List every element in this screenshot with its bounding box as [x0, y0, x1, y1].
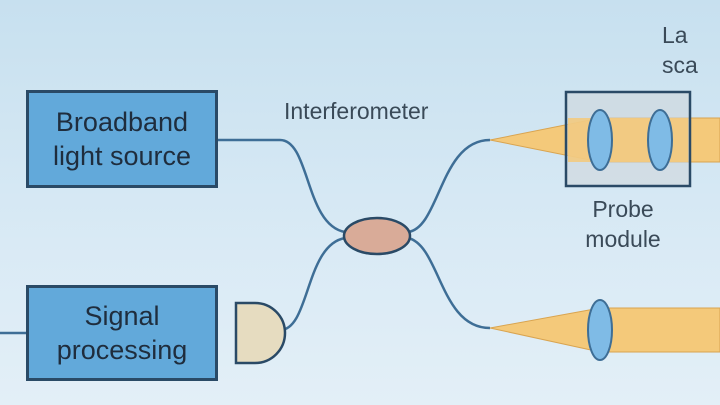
signal-processing-box: Signal processing [26, 285, 218, 381]
broadband-light-source-box: Broadband light source [26, 90, 218, 188]
broadband-label-line1: Broadband [55, 107, 189, 137]
probe-lens-2 [647, 109, 673, 171]
probe-module-label: Probe module [578, 194, 668, 254]
fiber-coupler-to-reference [407, 236, 491, 330]
detector [234, 301, 287, 365]
signal-label-line1: Signal [84, 301, 160, 331]
lateral-label-line2: sca [662, 52, 698, 78]
fiber-detector-to-coupler [279, 236, 346, 332]
interferometer-label: Interferometer [284, 98, 429, 124]
fiber-coupler-to-probe [407, 138, 491, 234]
probe-label-line1: Probe [592, 196, 654, 222]
lateral-label-line1: La [662, 22, 688, 48]
probe-label-line2: module [585, 226, 661, 252]
signal-label-line2: processing [56, 335, 188, 365]
fiber-source-to-coupler [218, 138, 346, 234]
probe-lens-1 [587, 109, 613, 171]
reference-lens [587, 299, 613, 361]
broadband-label-line2: light source [52, 141, 192, 171]
coupler [342, 216, 412, 256]
lateral-scan-label: La sca [662, 20, 698, 80]
